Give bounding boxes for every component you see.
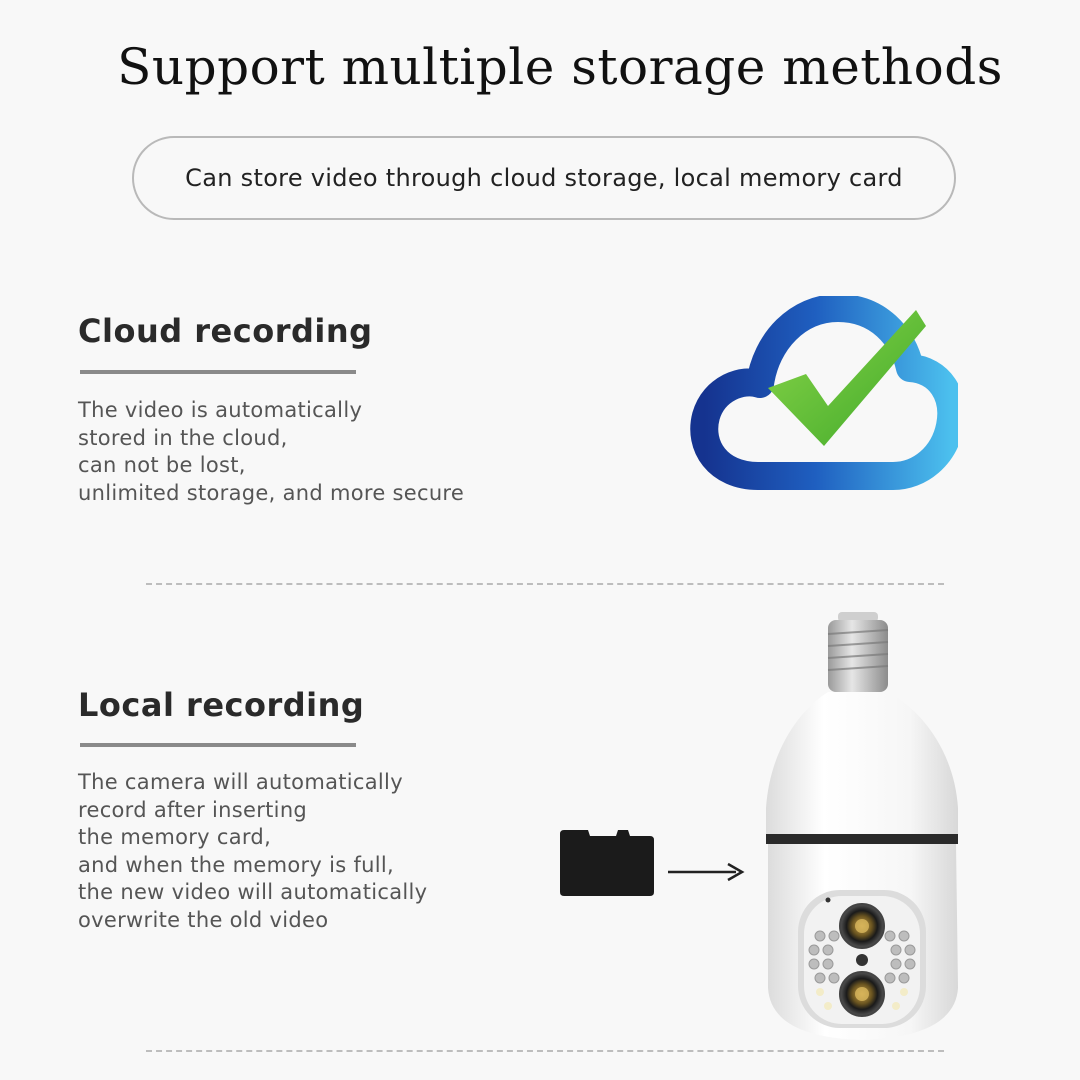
cloud-check-icon: [690, 296, 958, 490]
arrow-right-icon: [668, 862, 745, 882]
cloud-description: The video is automatically stored in the…: [78, 397, 464, 507]
local-heading: Local recording: [78, 686, 365, 724]
check-mark: [768, 310, 926, 446]
page-title: Support multiple storage methods: [117, 38, 1003, 96]
local-line: The camera will automatically: [78, 770, 403, 794]
cloud-line: can not be lost,: [78, 453, 246, 477]
local-description: The camera will automatically record aft…: [78, 769, 427, 934]
cloud-line: The video is automatically: [78, 398, 363, 422]
local-line: the memory card,: [78, 825, 272, 849]
section-divider: [146, 583, 944, 585]
local-heading-rule: [80, 743, 356, 747]
bottom-divider: [146, 1050, 944, 1052]
subtitle-text: Can store video through cloud storage, l…: [185, 164, 903, 192]
local-line: record after inserting: [78, 797, 308, 822]
subtitle-pill: Can store video through cloud storage, l…: [132, 136, 956, 220]
bulb-camera-image: [766, 612, 958, 1040]
local-line: overwrite the old video: [78, 907, 329, 932]
sd-card-icon: [560, 830, 654, 896]
cloud-outline: [690, 296, 958, 490]
local-line: and when the memory is full,: [78, 852, 395, 877]
local-line: the new video will automatically: [78, 880, 428, 904]
cloud-line: stored in the cloud,: [78, 425, 288, 450]
cloud-heading-rule: [80, 370, 356, 374]
cloud-line: unlimited storage, and more secure: [78, 480, 465, 505]
cloud-heading: Cloud recording: [78, 312, 373, 350]
